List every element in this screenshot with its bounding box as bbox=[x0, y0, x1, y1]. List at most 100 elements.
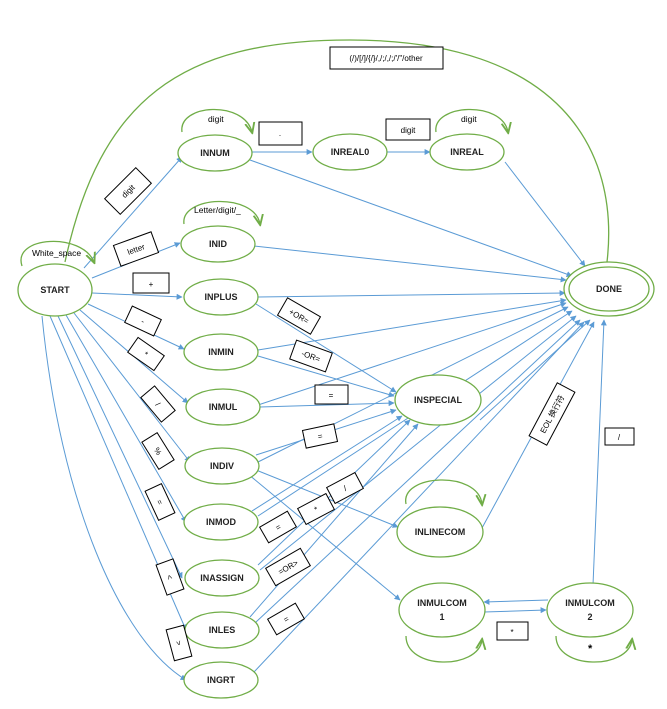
inmulcom1-to-inmulcom2 bbox=[483, 607, 547, 614]
state-inmulcom2-sub: 2 bbox=[587, 612, 592, 622]
label-plus-text: + bbox=[149, 280, 154, 289]
label-greater: > bbox=[165, 624, 193, 662]
label-digit-inreal: digit bbox=[385, 118, 431, 141]
state-inmulcom2: INMULCOM 2 bbox=[546, 582, 634, 638]
label-div-slash: / bbox=[325, 471, 365, 505]
label-les-eq-text: = bbox=[282, 614, 291, 624]
label-assign-or: =OR> bbox=[264, 547, 312, 587]
state-inreal-label: INREAL bbox=[450, 147, 484, 157]
state-inassign: INASSIGN bbox=[184, 559, 260, 597]
inmulcom2-to-inmulcom1 bbox=[483, 598, 549, 605]
state-done-label: DONE bbox=[596, 284, 622, 294]
label-top-other-text: (/)/[/]/{/}/,/;/,/;/'/"/other bbox=[349, 54, 423, 63]
indiv-to-inmulcom1 bbox=[247, 473, 401, 601]
innum-loop-arc bbox=[181, 108, 252, 132]
label-assign-text: = bbox=[154, 498, 164, 506]
inmulcom2-loop-arc bbox=[555, 635, 632, 663]
label-eol: EOL 换行符 bbox=[528, 382, 576, 446]
state-inmul-label: INMUL bbox=[209, 402, 238, 412]
label-dot: . bbox=[258, 121, 303, 146]
label-mod: % bbox=[141, 431, 175, 471]
label-assign: = bbox=[144, 483, 176, 521]
done-to-start-arc bbox=[64, 39, 610, 263]
start-loop-label: White_space bbox=[32, 248, 81, 258]
label-mul-text: * bbox=[142, 350, 150, 359]
state-inmulcom1: INMULCOM 1 bbox=[398, 582, 486, 638]
state-inreal0: INREAL0 bbox=[312, 133, 388, 171]
state-inspecial-label: INSPECIAL bbox=[414, 395, 463, 405]
state-inles-label: INLES bbox=[209, 625, 236, 635]
label-less-text: < bbox=[165, 573, 175, 581]
inmulcom2-loop-label: * bbox=[588, 643, 593, 655]
label-mulcom-star-text: * bbox=[510, 628, 513, 637]
state-inreal0-label: INREAL0 bbox=[331, 147, 370, 157]
label-mod-text: % bbox=[152, 446, 163, 457]
inlinecom-loop-arc bbox=[405, 479, 482, 504]
state-innum: INNUM bbox=[177, 134, 253, 172]
label-top-other: (/)/[/]/{/}/,/;/,/;/'/"/other bbox=[329, 46, 444, 70]
inreal-loop-arc bbox=[435, 108, 508, 132]
label-minus-or-eq: -OR= bbox=[289, 339, 333, 373]
label-div-star: * bbox=[296, 492, 336, 526]
label-digit-inreal-text: digit bbox=[401, 126, 416, 135]
label-greater-text: > bbox=[174, 640, 184, 647]
label-les-eq: = bbox=[266, 602, 306, 636]
label-mod-eq: = bbox=[258, 510, 298, 544]
inid-loop-label: Letter/digit/_ bbox=[194, 205, 241, 215]
state-inplus-label: INPLUS bbox=[204, 292, 237, 302]
label-div-text: / bbox=[153, 401, 162, 409]
state-done: DONE bbox=[563, 261, 655, 317]
label-mod-eq-text: = bbox=[274, 522, 283, 532]
state-inreal: INREAL bbox=[429, 133, 505, 171]
state-inid: INID bbox=[180, 225, 256, 263]
self-loops bbox=[20, 108, 632, 663]
start-loop-arc bbox=[20, 240, 94, 267]
label-plus: + bbox=[132, 272, 170, 294]
state-inspecial: INSPECIAL bbox=[394, 374, 482, 426]
label-dot-text: . bbox=[279, 129, 281, 138]
state-inmin-label: INMIN bbox=[208, 347, 234, 357]
label-mulcom-slash-text: / bbox=[618, 433, 621, 442]
state-innum-label: INNUM bbox=[200, 148, 230, 158]
label-mulcom-slash: / bbox=[604, 427, 635, 446]
label-div: / bbox=[140, 385, 176, 423]
label-plus-or-eq: +OR= bbox=[276, 297, 322, 335]
inreal-loop-label: digit bbox=[461, 114, 477, 124]
state-inmulcom1-label: INMULCOM bbox=[417, 598, 467, 608]
state-inmulcom2-label: INMULCOM bbox=[565, 598, 615, 608]
state-ingrt-label: INGRT bbox=[207, 675, 236, 685]
label-start-letter: letter bbox=[112, 231, 160, 267]
label-div-eq-text: = bbox=[317, 432, 324, 442]
label-div-star-text: * bbox=[313, 505, 320, 514]
label-div-slash-text: / bbox=[342, 484, 349, 493]
state-start: START bbox=[17, 263, 93, 317]
state-inid-label: INID bbox=[209, 239, 228, 249]
label-div-eq: = bbox=[301, 423, 339, 449]
state-inles: INLES bbox=[184, 611, 260, 649]
state-inmin: INMIN bbox=[183, 333, 259, 371]
state-indiv-label: INDIV bbox=[210, 461, 234, 471]
label-minus-text: - bbox=[140, 317, 147, 326]
state-inlinecom: INLINECOM bbox=[396, 506, 484, 558]
state-inmod: INMOD bbox=[183, 503, 259, 541]
label-less: < bbox=[155, 558, 185, 596]
state-inassign-label: INASSIGN bbox=[200, 573, 244, 583]
start-edges bbox=[41, 156, 191, 681]
inid-loop-arc bbox=[183, 200, 260, 224]
inmulcom1-loop-arc bbox=[405, 635, 482, 663]
label-mul: * bbox=[127, 336, 165, 372]
state-indiv: INDIV bbox=[184, 447, 260, 485]
label-mul-eq-text: = bbox=[329, 391, 334, 400]
state-inmulcom1-sub: 1 bbox=[439, 612, 444, 622]
state-inplus: INPLUS bbox=[183, 278, 259, 316]
state-inmul: INMUL bbox=[185, 388, 261, 426]
label-mul-eq: = bbox=[314, 384, 349, 405]
state-inmod-label: INMOD bbox=[206, 517, 236, 527]
innum-loop-label: digit bbox=[208, 114, 224, 124]
state-start-label: START bbox=[40, 285, 70, 295]
label-start-digit: digit bbox=[103, 166, 153, 216]
label-minus: - bbox=[124, 305, 162, 337]
state-ingrt: INGRT bbox=[183, 661, 259, 699]
state-inlinecom-label: INLINECOM bbox=[415, 527, 466, 537]
